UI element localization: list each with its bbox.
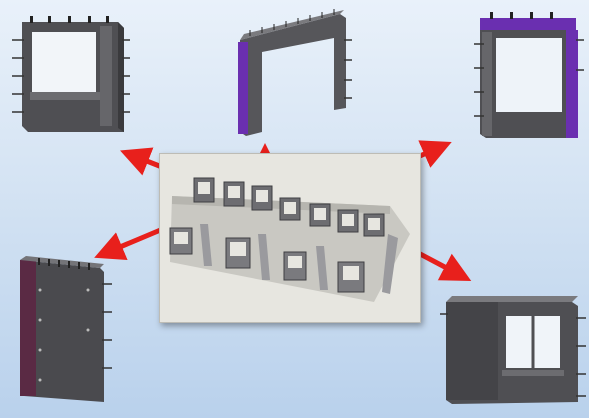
window-wall-panel-top-left <box>12 16 130 132</box>
window-wall-panel-top-right <box>474 12 584 138</box>
assembled-building-model <box>159 153 421 323</box>
portal-frame-panel-top-center <box>238 9 352 136</box>
precast-building-assembly-model <box>169 177 410 302</box>
door-window-wall-panel-bottom-right <box>440 296 586 404</box>
solid-wall-panel-bottom-left <box>20 256 112 402</box>
